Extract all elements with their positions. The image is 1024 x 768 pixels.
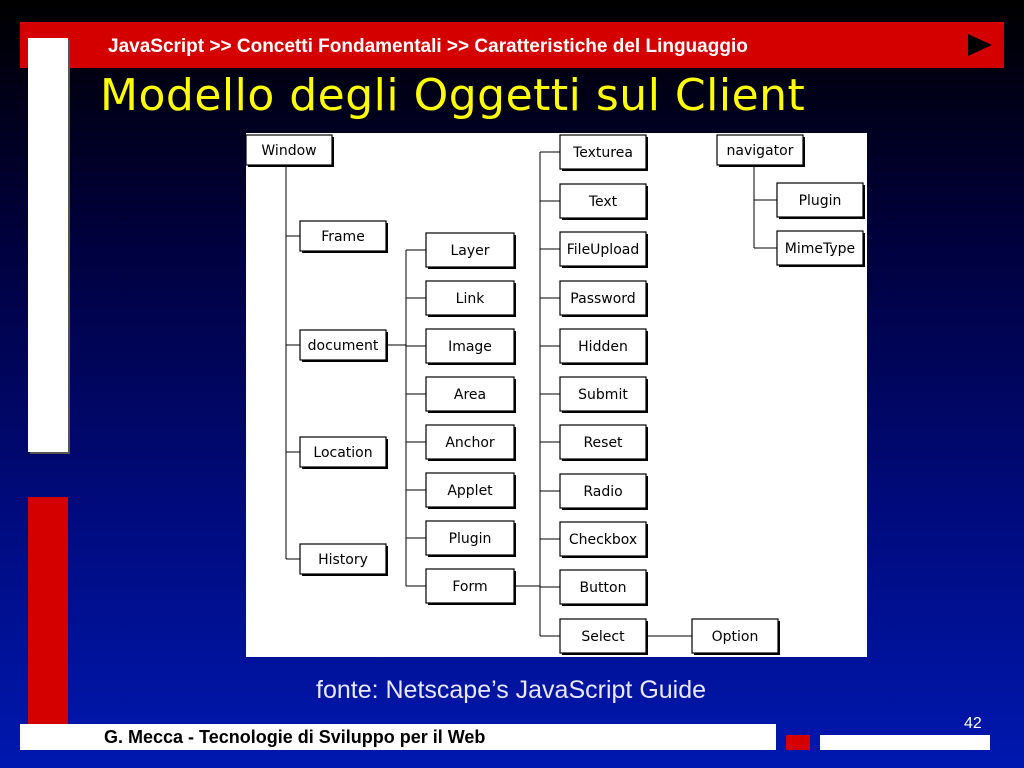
node-mimetype: MimeType [776, 230, 865, 267]
page-number: 42 [964, 715, 982, 732]
node-label: Area [454, 387, 486, 403]
node-label: Hidden [578, 339, 628, 355]
footer-bar [20, 724, 776, 750]
node-location: Location [299, 436, 388, 469]
node-label: Password [570, 291, 635, 307]
node-label: navigator [727, 143, 794, 159]
source-caption: fonte: Netscape’s JavaScript Guide [316, 676, 707, 704]
footer-text: G. Mecca - Tecnologie di Sviluppo per il… [104, 727, 486, 747]
footer-white-box [820, 735, 990, 750]
node-area: Area [425, 376, 516, 413]
node-label: Reset [583, 435, 623, 451]
node-applet: Applet [425, 472, 516, 509]
node-texturea: Texturea [559, 134, 648, 171]
node-label: Link [456, 291, 486, 307]
node-frame: Frame [299, 220, 388, 253]
node-label: Option [712, 629, 759, 645]
node-label: Button [580, 580, 627, 596]
node-label: Form [452, 579, 487, 595]
node-radio: Radio [559, 473, 648, 510]
node-label: Select [581, 629, 625, 645]
node-label: Window [261, 143, 316, 159]
node-plugin-doc: Plugin [425, 520, 516, 557]
left-decor-red-bar [28, 497, 68, 733]
next-slide-arrow-icon[interactable] [968, 34, 992, 56]
breadcrumb: JavaScript >> Concetti Fondamentali >> C… [108, 36, 748, 57]
node-select: Select [559, 618, 648, 655]
node-checkbox: Checkbox [559, 521, 648, 558]
node-window: Window [246, 134, 334, 167]
node-navigator: navigator [716, 134, 805, 167]
node-label: Text [588, 194, 618, 210]
node-option: Option [691, 618, 780, 655]
node-label: Submit [578, 387, 628, 403]
node-label: Layer [450, 243, 489, 259]
node-layer: Layer [425, 232, 516, 269]
node-plugin-nav: Plugin [776, 182, 865, 219]
node-fileupload: FileUpload [559, 231, 648, 268]
node-label: MimeType [785, 241, 855, 257]
node-submit: Submit [559, 376, 648, 413]
footer-red-box [786, 735, 810, 750]
left-decor-white-bar [28, 38, 68, 452]
slide-title: Modello degli Oggetti sul Client [100, 70, 806, 121]
node-image: Image [425, 328, 516, 365]
node-label: Checkbox [569, 532, 637, 548]
node-anchor: Anchor [425, 424, 516, 461]
node-label: Location [313, 445, 372, 461]
node-label: Image [448, 339, 492, 355]
node-document: document [299, 329, 388, 362]
node-label: Texturea [572, 145, 633, 161]
node-label: Plugin [449, 531, 492, 547]
node-label: document [308, 338, 379, 354]
node-password: Password [559, 280, 648, 317]
node-label: Plugin [799, 193, 842, 209]
node-history: History [299, 543, 388, 576]
node-label: Applet [447, 483, 493, 499]
node-button: Button [559, 569, 648, 606]
node-label: History [318, 552, 368, 568]
node-label: Frame [321, 229, 365, 245]
node-label: Anchor [445, 435, 495, 451]
node-label: Radio [583, 484, 622, 500]
node-text: Text [559, 183, 648, 220]
header-bar [20, 22, 1004, 68]
node-hidden: Hidden [559, 328, 648, 365]
node-link: Link [425, 280, 516, 317]
node-form: Form [425, 568, 516, 605]
node-reset: Reset [559, 424, 648, 461]
node-label: FileUpload [567, 242, 639, 258]
